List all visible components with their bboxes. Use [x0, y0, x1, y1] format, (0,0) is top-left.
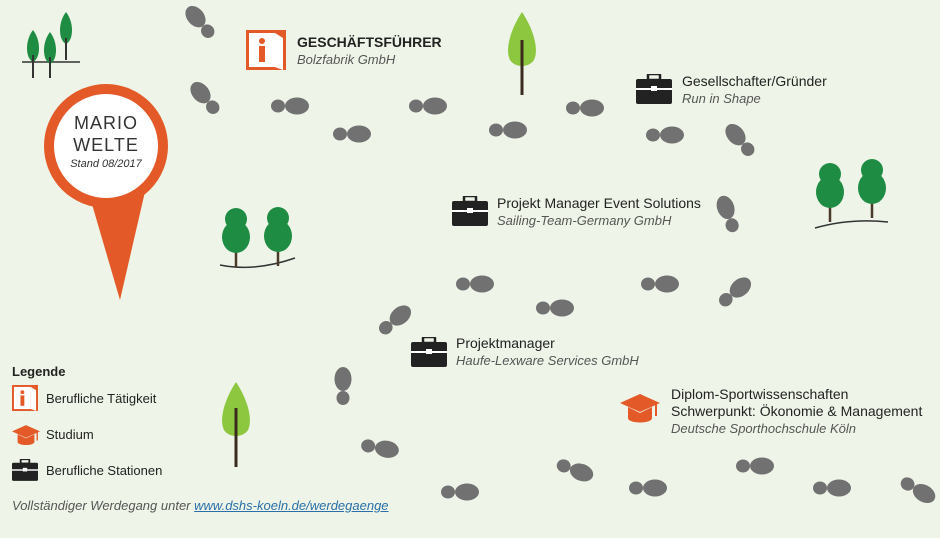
tree-pair-left	[219, 205, 296, 269]
station-projektmanager: Projektmanager Haufe-Lexware Services Gm…	[456, 335, 639, 369]
legend-heading: Legende	[12, 364, 66, 379]
footprint	[441, 483, 479, 501]
station-geschaeftsfuehrer: GESCHÄFTSFÜHRER Bolzfabrik GmbH	[297, 34, 442, 68]
station-title: Diplom-Sportwissenschaften	[671, 386, 849, 402]
footprint	[374, 301, 416, 339]
door-person-icon	[12, 385, 38, 416]
footer-text: Vollständiger Werdegang unter	[12, 498, 191, 513]
station-studium: Diplom-Sportwissenschaften Schwerpunkt: …	[671, 386, 922, 437]
station-gesellschafter: Gesellschafter/Gründer Run in Shape	[682, 73, 827, 107]
tree-pair-right	[814, 157, 889, 229]
tree-bottomleft	[222, 382, 250, 467]
footprint	[271, 97, 309, 115]
footprint	[713, 193, 743, 235]
footprint	[334, 367, 352, 405]
footprint	[359, 436, 401, 460]
station-company: Sailing-Team-Germany GmbH	[497, 213, 672, 228]
profile-pin	[44, 84, 168, 300]
footprint	[897, 473, 939, 507]
station-company: Haufe-Lexware Services GmbH	[456, 353, 639, 368]
footprint	[714, 273, 756, 311]
footprint	[181, 1, 219, 43]
footprint	[721, 119, 759, 161]
door-person-icon	[246, 30, 286, 75]
footprint	[456, 275, 494, 293]
graduation-cap-icon	[12, 425, 40, 454]
legend-item-studium: Studium	[12, 421, 94, 457]
briefcase-icon	[12, 458, 38, 486]
footprint	[186, 77, 224, 119]
station-title: Projekt Manager Event Solutions	[497, 195, 701, 211]
legend: Legende Berufliche Tätigkeit Studium	[12, 364, 162, 493]
station-company: Deutsche Sporthochschule Köln	[671, 421, 857, 436]
legend-label: Berufliche Stationen	[46, 463, 163, 478]
station-title: Gesellschafter/Gründer	[682, 73, 827, 89]
profile-name-line2: WELTE	[73, 135, 139, 155]
profile-date: Stand 08/2017	[70, 158, 142, 170]
footprint	[813, 479, 851, 497]
footprint	[554, 455, 596, 485]
legend-item-stationen: Berufliche Stationen	[12, 457, 162, 493]
briefcase-icon	[411, 335, 447, 372]
profile-name-line1: MARIO	[73, 113, 138, 133]
tree-group-topleft	[22, 12, 80, 78]
footprint	[641, 275, 679, 293]
station-title: GESCHÄFTSFÜHRER	[297, 34, 442, 50]
legend-item-taetigkeit: Berufliche Tätigkeit	[12, 385, 156, 421]
briefcase-icon	[452, 194, 488, 231]
profile-name: MARIO WELTE Stand 08/2017	[56, 112, 156, 170]
station-event-solutions: Projekt Manager Event Solutions Sailing-…	[497, 195, 701, 229]
tree-topcenter	[508, 12, 536, 95]
legend-label: Berufliche Tätigkeit	[46, 391, 157, 406]
footer: Vollständiger Werdegang unter www.dshs-k…	[12, 498, 389, 513]
station-company: Run in Shape	[682, 91, 761, 106]
briefcase-icon	[636, 72, 672, 109]
werdegang-link[interactable]: www.dshs-koeln.de/werdegaenge	[194, 498, 389, 513]
footprint	[736, 457, 774, 475]
station-title: Projektmanager	[456, 335, 555, 351]
footprint	[536, 299, 574, 317]
footprint	[333, 125, 371, 143]
station-title2: Schwerpunkt: Ökonomie & Management	[671, 403, 923, 419]
footprint	[489, 121, 527, 139]
footprint	[409, 97, 447, 115]
station-company: Bolzfabrik GmbH	[297, 52, 396, 67]
graduation-cap-icon	[620, 394, 660, 433]
legend-label: Studium	[46, 427, 94, 442]
footprint	[646, 126, 684, 144]
footprint	[629, 479, 667, 497]
footprint	[566, 99, 604, 117]
